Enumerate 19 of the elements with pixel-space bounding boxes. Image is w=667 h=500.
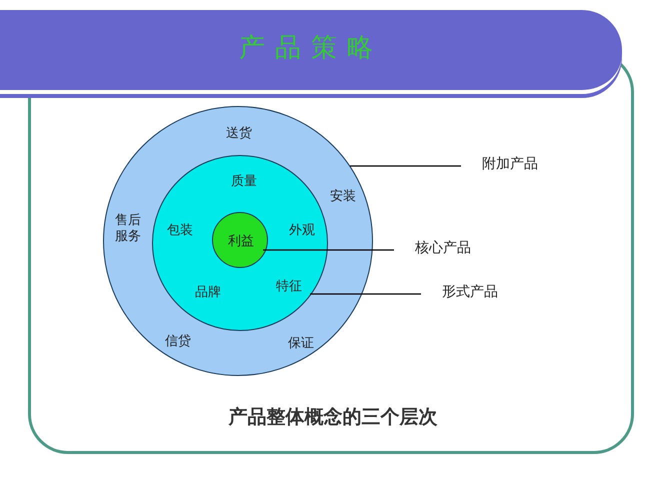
- ring-label: 质量: [231, 174, 257, 190]
- leader-line: [350, 165, 461, 167]
- leader-line: [263, 249, 394, 251]
- ring-label: 外观: [289, 223, 315, 239]
- ring-label: 售后服务: [114, 213, 142, 245]
- ring-label: 信贷: [165, 334, 191, 350]
- layer-label: 附加产品: [482, 155, 538, 173]
- ring-label: 送货: [226, 126, 252, 142]
- ring-label: 安装: [330, 189, 356, 205]
- layer-label: 核心产品: [415, 239, 471, 257]
- layer-label: 形式产品: [442, 283, 498, 301]
- ring-label: 利益: [228, 234, 254, 250]
- ring-label: 品牌: [195, 285, 221, 301]
- ring-label: 保证: [288, 336, 314, 352]
- ring-label: 包装: [167, 223, 193, 239]
- slide-title: 产品策略: [238, 32, 384, 65]
- ring-label: 特征: [276, 279, 302, 295]
- leader-line: [310, 293, 421, 295]
- slide-caption: 产品整体概念的三个层次: [228, 405, 438, 430]
